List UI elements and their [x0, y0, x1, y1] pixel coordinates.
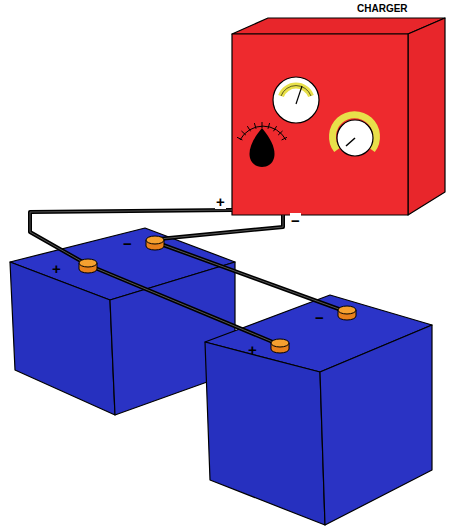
wire-core	[30, 210, 232, 265]
meter-gauge	[273, 77, 319, 123]
polarity-label: +	[215, 194, 226, 209]
terminal-sign: +	[52, 261, 61, 276]
charger-body	[232, 18, 445, 215]
battery-terminal	[79, 259, 97, 273]
control-knob	[237, 122, 287, 167]
battery-terminal	[271, 339, 289, 353]
terminal-sign: +	[248, 342, 257, 357]
battery: −+	[205, 292, 432, 525]
wire	[155, 215, 283, 242]
terminal-sign: −	[123, 236, 132, 251]
terminal-sign: −	[315, 310, 324, 325]
wire-core	[155, 242, 347, 312]
charger: CHARGER	[232, 4, 445, 215]
device-title: CHARGER	[357, 4, 408, 14]
battery-terminal	[146, 236, 164, 250]
battery	[10, 228, 235, 415]
wire-core	[155, 215, 283, 242]
polarity-label: −	[290, 213, 301, 228]
battery: −+	[10, 225, 235, 415]
wire	[155, 242, 347, 312]
dial-gauge	[333, 115, 377, 156]
wire	[30, 210, 232, 265]
battery-terminal	[338, 306, 356, 320]
